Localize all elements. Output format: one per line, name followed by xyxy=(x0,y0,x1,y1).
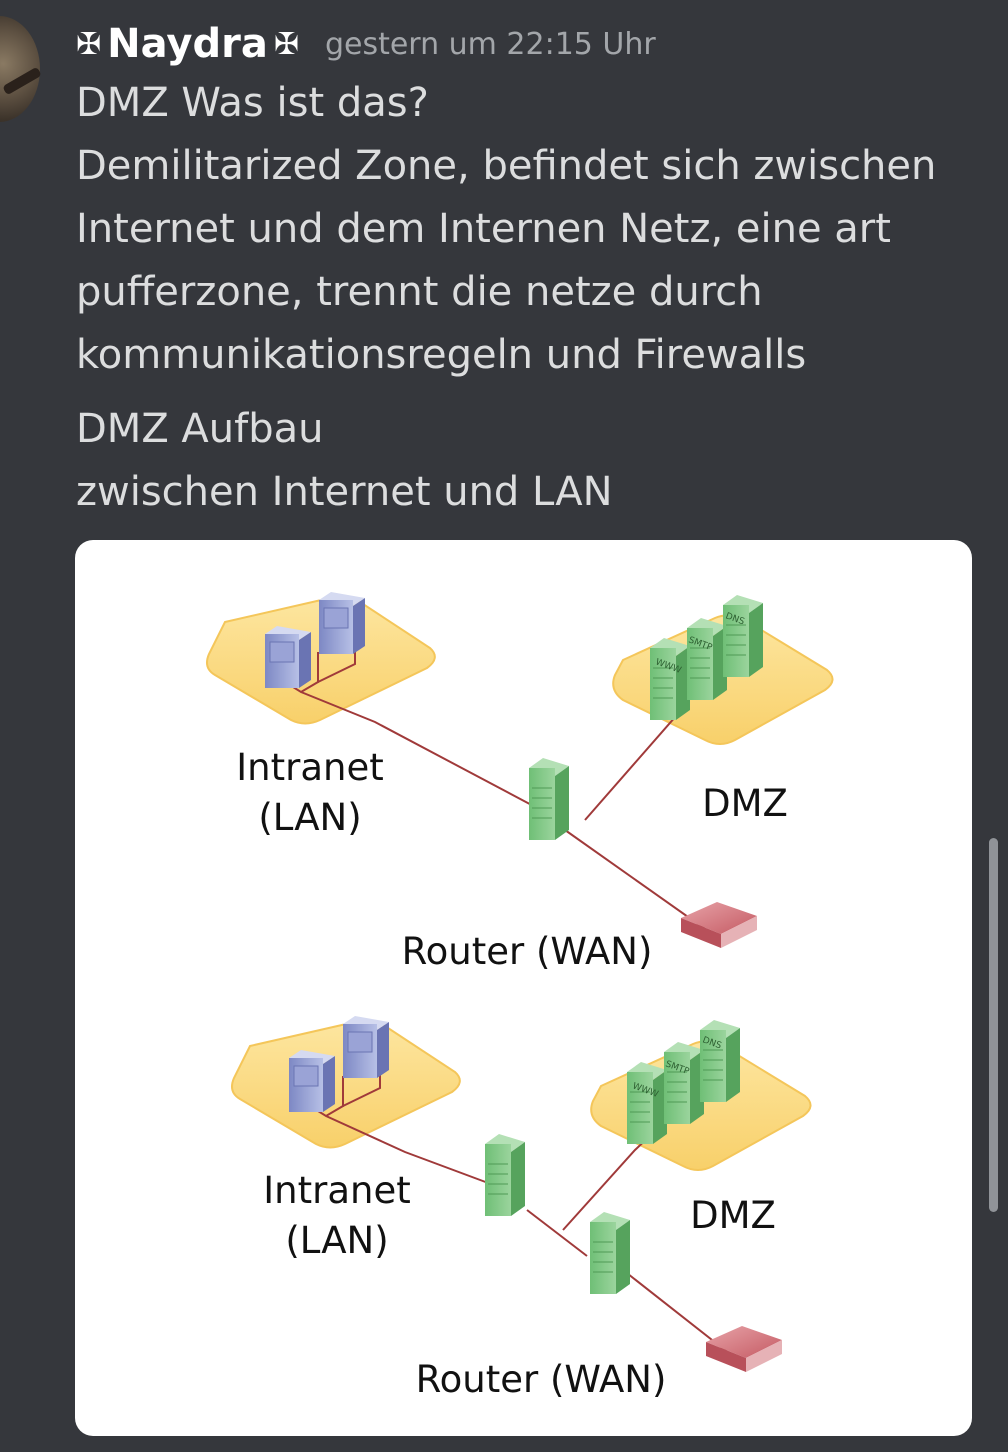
dmz-label: DMZ xyxy=(702,782,788,825)
intranet-computer-icon xyxy=(318,591,366,655)
user-avatar[interactable] xyxy=(0,16,42,122)
message-line: Internet und dem Internen Netz, eine art xyxy=(76,206,891,252)
message-line: zwischen Internet und LAN xyxy=(76,469,613,515)
message-line: DMZ Aufbau xyxy=(76,406,324,452)
username-text[interactable]: Naydra xyxy=(107,21,268,67)
smtp-server-icon xyxy=(663,1041,705,1125)
message-paragraph-2: DMZ Aufbau zwischen Internet und LAN xyxy=(76,398,613,524)
lan-label: (LAN) xyxy=(285,1219,388,1262)
dmz-diagram-top: WWW SMTP DNS Intranet (LAN) DMZ Router (… xyxy=(206,591,834,973)
message-timestamp: gestern um 22:15 Uhr xyxy=(324,26,656,62)
image-attachment[interactable]: WWW SMTP DNS Intranet (LAN) DMZ Router (… xyxy=(75,540,972,1436)
message-line: Demilitarized Zone, befindet sich zwisch… xyxy=(76,143,937,189)
www-server-icon xyxy=(649,637,691,721)
firewall-icon xyxy=(589,1211,631,1295)
username[interactable]: ✠ Naydra ✠ xyxy=(76,21,299,67)
dmz-label: DMZ xyxy=(690,1194,776,1237)
intranet-label: Intranet xyxy=(236,746,383,789)
lan-label: (LAN) xyxy=(258,796,361,839)
intranet-label: Intranet xyxy=(263,1169,410,1212)
www-server-icon xyxy=(626,1061,668,1145)
router-icon xyxy=(681,902,757,948)
router-icon xyxy=(706,1326,782,1372)
scrollbar[interactable] xyxy=(989,838,998,1212)
firewall-icon xyxy=(528,757,570,841)
maltese-cross-icon: ✠ xyxy=(273,26,299,62)
message-line: DMZ Was ist das? xyxy=(76,80,429,126)
dns-server-icon xyxy=(699,1019,741,1103)
smtp-server-icon xyxy=(686,617,728,701)
intranet-computer-icon xyxy=(264,625,312,689)
firewall-icon xyxy=(484,1133,526,1217)
intranet-computer-icon xyxy=(342,1015,390,1079)
router-label: Router (WAN) xyxy=(402,930,653,973)
message-paragraph-1: DMZ Was ist das? Demilitarized Zone, bef… xyxy=(76,72,936,387)
message-header: ✠ Naydra ✠ gestern um 22:15 Uhr xyxy=(76,16,656,72)
dmz-diagram-bottom: WWW SMTP DNS Intranet (LAN) DMZ Router (… xyxy=(231,1015,812,1401)
dns-server-icon xyxy=(722,594,764,678)
maltese-cross-icon: ✠ xyxy=(76,26,102,62)
router-label: Router (WAN) xyxy=(416,1358,667,1401)
intranet-computer-icon xyxy=(288,1049,336,1113)
message-line: pufferzone, trennt die netze durch xyxy=(76,269,763,315)
message-line: kommunikationsregeln und Firewalls xyxy=(76,332,807,378)
